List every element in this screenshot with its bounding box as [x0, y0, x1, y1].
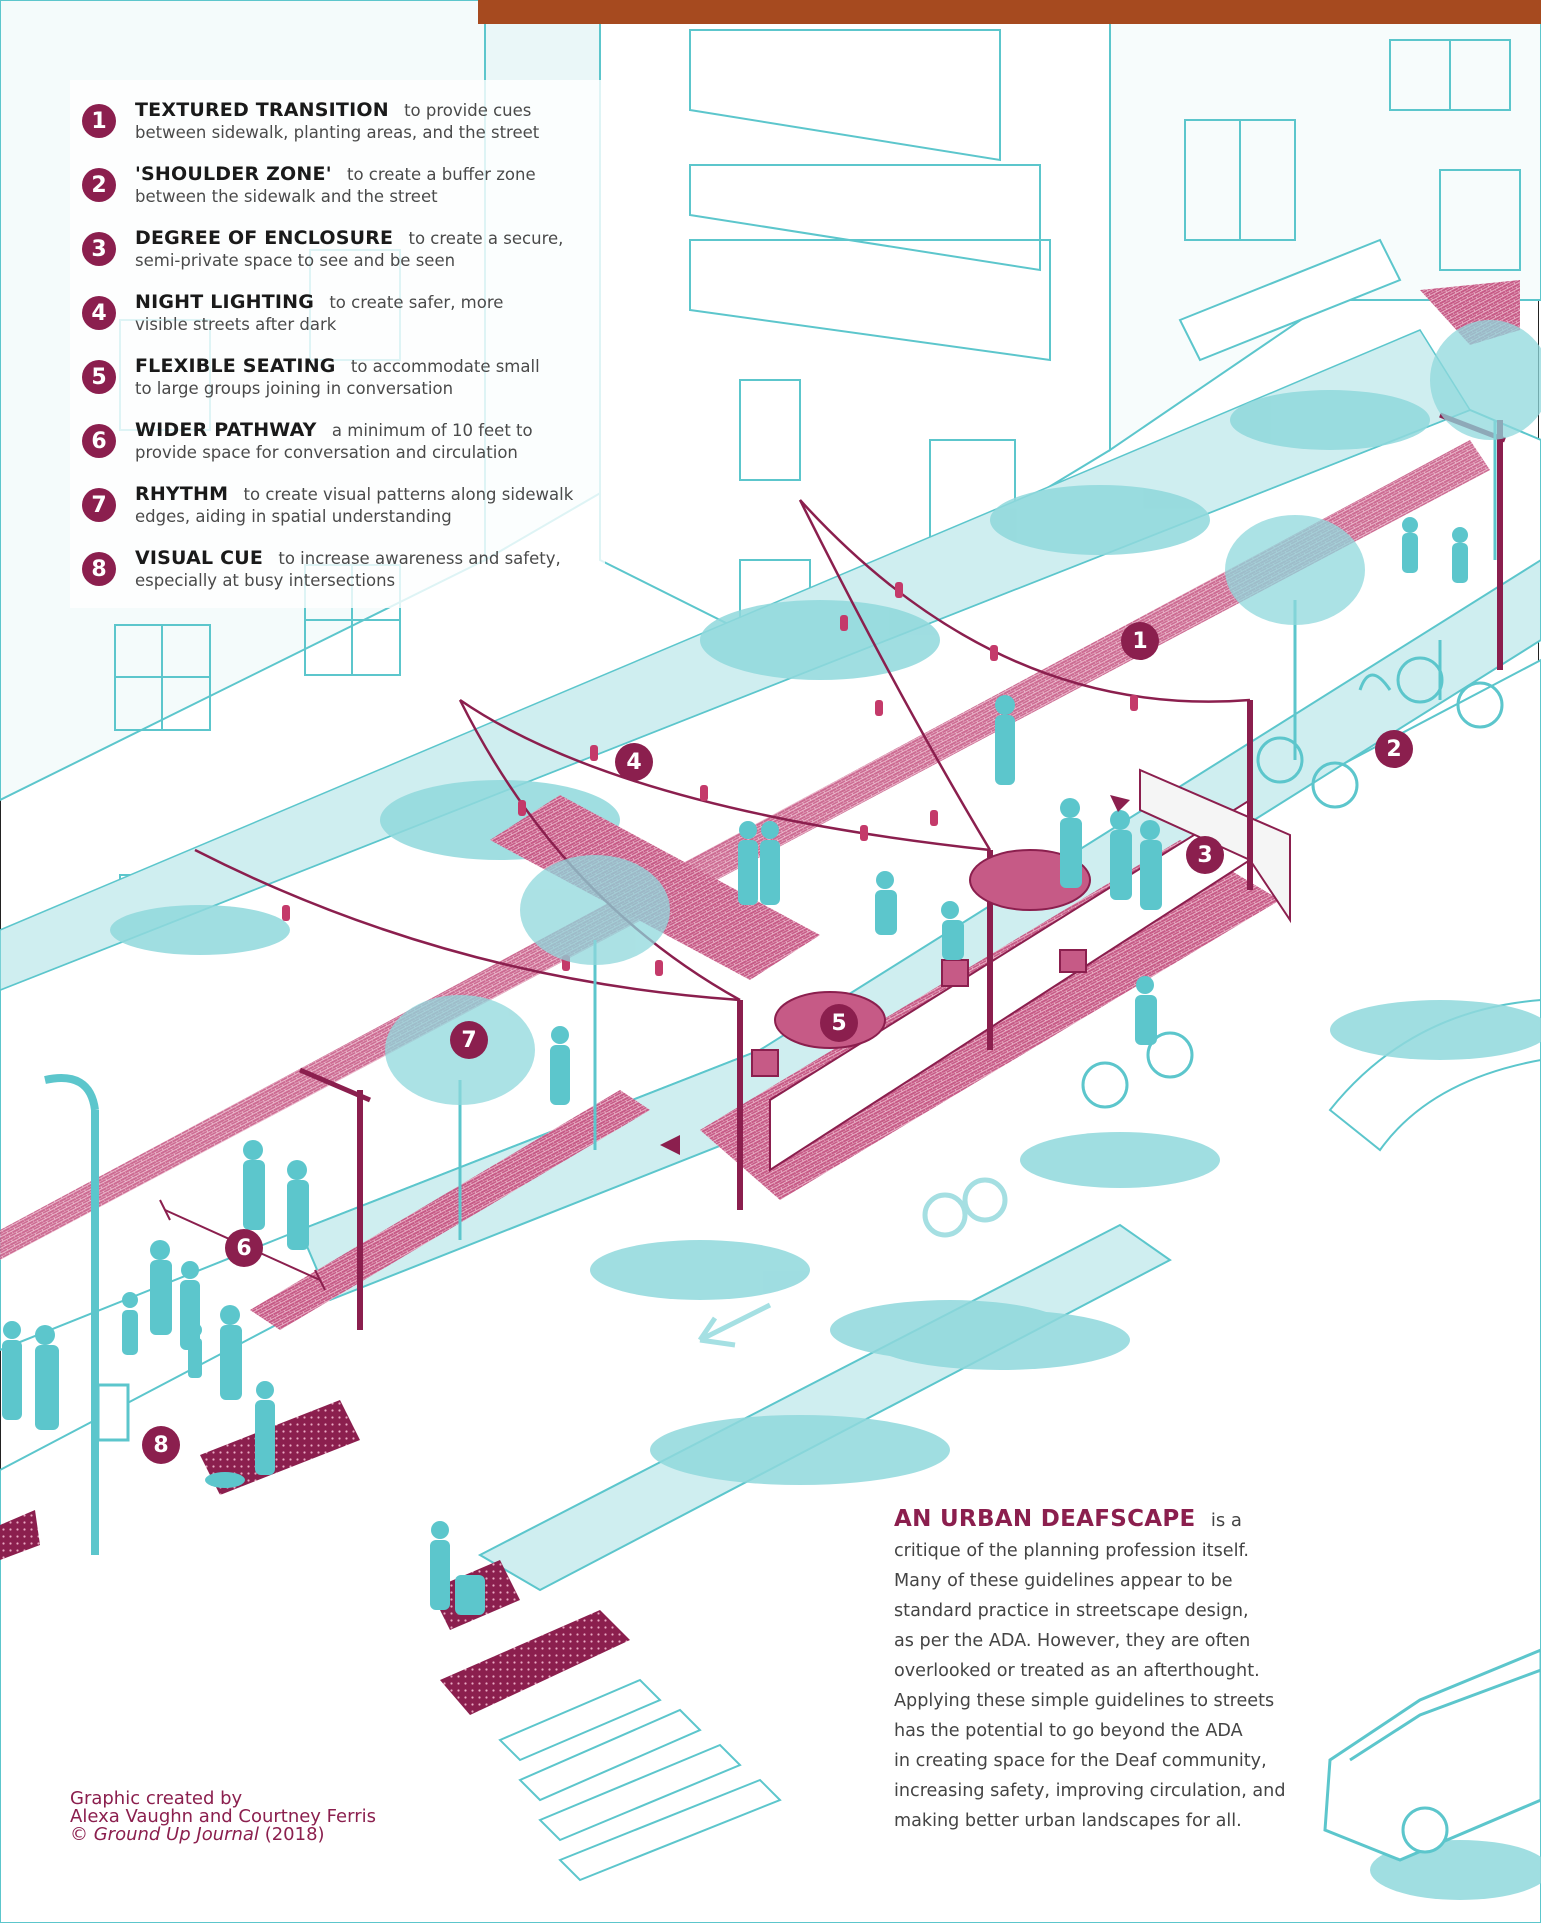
corner-signal-pole: [44, 1074, 99, 1555]
bike-lane-marking: [697, 1177, 1008, 1348]
legend-item-visual-cue: 8 VISUAL CUE to increase awareness and s…: [82, 546, 602, 606]
legend-item-shoulder-zone: 2 'SHOULDER ZONE' to create a buffer zon…: [82, 162, 602, 222]
legend-item-degree-of-enclosure: 3 DEGREE OF ENCLOSURE to create a secure…: [82, 226, 602, 286]
tactile-strips: [0, 1400, 630, 1715]
essay-title: AN URBAN DEAFSCAPE: [894, 1506, 1196, 1532]
legend-text: NIGHT LIGHTING to create safer, more vis…: [135, 290, 605, 337]
legend-description: to create a secure,: [408, 229, 564, 248]
legend-number-badge: 7: [82, 488, 116, 522]
legend-title: NIGHT LIGHTING: [135, 291, 315, 313]
legend-description: to accommodate small: [350, 357, 540, 376]
legend-description-line2: visible streets after dark: [135, 315, 337, 334]
essay-lead: is a: [1210, 1510, 1242, 1531]
marker-5: 5: [820, 1004, 858, 1042]
pedestrian-signal: [96, 1383, 130, 1442]
bikes: [1081, 640, 1504, 1109]
parked-car: [1323, 1648, 1541, 1862]
legend-title: RHYTHM: [135, 483, 229, 505]
legend-title: WIDER PATHWAY: [135, 419, 317, 441]
legend-number-badge: 2: [82, 168, 116, 202]
essay-line: critique of the planning profession itse…: [894, 1541, 1249, 1561]
tree-canopies: [385, 320, 1541, 1105]
legend-title: 'SHOULDER ZONE': [135, 163, 332, 185]
people: [2, 517, 1468, 1615]
legend-description-line2: to large groups joining in conversation: [135, 379, 454, 398]
legend-description-line2: between the sidewalk and the street: [135, 187, 438, 206]
credit-line-2: Alexa Vaughn and Courtney Ferris: [70, 1806, 376, 1827]
light-bulbs: [282, 582, 1138, 976]
legend-title: DEGREE OF ENCLOSURE: [135, 227, 394, 249]
legend-description-line2: between sidewalk, planting areas, and th…: [135, 123, 540, 142]
legend-title: VISUAL CUE: [135, 547, 264, 569]
legend-description-line2: provide space for conversation and circu…: [135, 443, 518, 462]
legend-description: to provide cues: [404, 101, 532, 120]
publication-year: (2018): [264, 1824, 325, 1845]
essay-line: Many of these guidelines appear to be: [894, 1571, 1233, 1591]
legend-text: WIDER PATHWAY a minimum of 10 feet to pr…: [135, 418, 605, 465]
trees: [458, 420, 1497, 1240]
crosswalk: [498, 1678, 782, 1882]
credit-block: Graphic created by Alexa Vaughn and Cour…: [70, 1790, 470, 1844]
legend-title: FLEXIBLE SEATING: [135, 355, 336, 377]
marker-4: 4: [615, 743, 653, 781]
legend-description-line2: especially at busy intersections: [135, 571, 396, 590]
legend-description: to create safer, more: [329, 293, 504, 312]
seating: [751, 849, 1091, 1077]
marker-6: 6: [225, 1229, 263, 1267]
legend-description-line2: edges, aiding in spatial understanding: [135, 507, 452, 526]
essay-line: standard practice in streetscape design,: [894, 1601, 1249, 1621]
legend-description: a minimum of 10 feet to: [331, 421, 533, 440]
legend-description-line2: semi-private space to see and be seen: [135, 251, 456, 270]
marker-2: 2: [1375, 730, 1413, 768]
legend-number-badge: 5: [82, 360, 116, 394]
top-color-band: [478, 0, 1541, 24]
legend-text: RHYTHM to create visual patterns along s…: [135, 482, 605, 529]
essay-line: Applying these simple guidelines to stre…: [894, 1691, 1275, 1711]
essay-line: increasing safety, improving circulation…: [894, 1781, 1286, 1801]
legend-description: to create a buffer zone: [346, 165, 536, 184]
legend-item-textured-transition: 1 TEXTURED TRANSITION to provide cues be…: [82, 98, 602, 158]
marker-7: 7: [450, 1021, 488, 1059]
legend-item-rhythm: 7 RHYTHM to create visual patterns along…: [82, 482, 602, 542]
essay-line: overlooked or treated as an afterthought…: [894, 1661, 1260, 1681]
legend-text: FLEXIBLE SEATING to accommodate small to…: [135, 354, 605, 401]
legend-panel: 1 TEXTURED TRANSITION to provide cues be…: [70, 80, 605, 608]
legend-number-badge: 4: [82, 296, 116, 330]
legend-number-badge: 3: [82, 232, 116, 266]
legend-description: to increase awareness and safety,: [278, 549, 561, 568]
marker-3: 3: [1186, 836, 1224, 874]
legend-text: VISUAL CUE to increase awareness and saf…: [135, 546, 605, 593]
legend-text: 'SHOULDER ZONE' to create a buffer zone …: [135, 162, 605, 209]
credit-line-1: Graphic created by: [70, 1788, 243, 1809]
legend-item-wider-pathway: 6 WIDER PATHWAY a minimum of 10 feet to …: [82, 418, 602, 478]
essay-body: critique of the planning profession itse…: [894, 1536, 1306, 1836]
legend-item-night-lighting: 4 NIGHT LIGHTING to create safer, more v…: [82, 290, 602, 350]
legend-number-badge: 1: [82, 104, 116, 138]
legend-number-badge: 6: [82, 424, 116, 458]
essay-box: AN URBAN DEAFSCAPE is a critique of the …: [880, 1490, 1320, 1850]
marker-1: 1: [1121, 622, 1159, 660]
marker-8: 8: [142, 1426, 180, 1464]
essay-line: has the potential to go beyond the ADA: [894, 1721, 1243, 1741]
publication-name: Ground Up Journal: [93, 1824, 259, 1845]
legend-text: DEGREE OF ENCLOSURE to create a secure, …: [135, 226, 605, 273]
legend-number-badge: 8: [82, 552, 116, 586]
essay-line: making better urban landscapes for all.: [894, 1811, 1242, 1831]
copyright-symbol: ©: [70, 1824, 88, 1845]
legend-title: TEXTURED TRANSITION: [135, 99, 389, 121]
legend-text: TEXTURED TRANSITION to provide cues betw…: [135, 98, 605, 145]
legend-item-flexible-seating: 5 FLEXIBLE SEATING to accommodate small …: [82, 354, 602, 414]
poles: [357, 420, 1503, 1330]
essay-line: in creating space for the Deaf community…: [894, 1751, 1267, 1771]
direction-arrows: [660, 795, 1130, 1155]
legend-description: to create visual patterns along sidewalk: [243, 485, 574, 504]
essay-line: as per the ADA. However, they are often: [894, 1631, 1251, 1651]
credit-line-3: © Ground Up Journal (2018): [70, 1826, 470, 1844]
